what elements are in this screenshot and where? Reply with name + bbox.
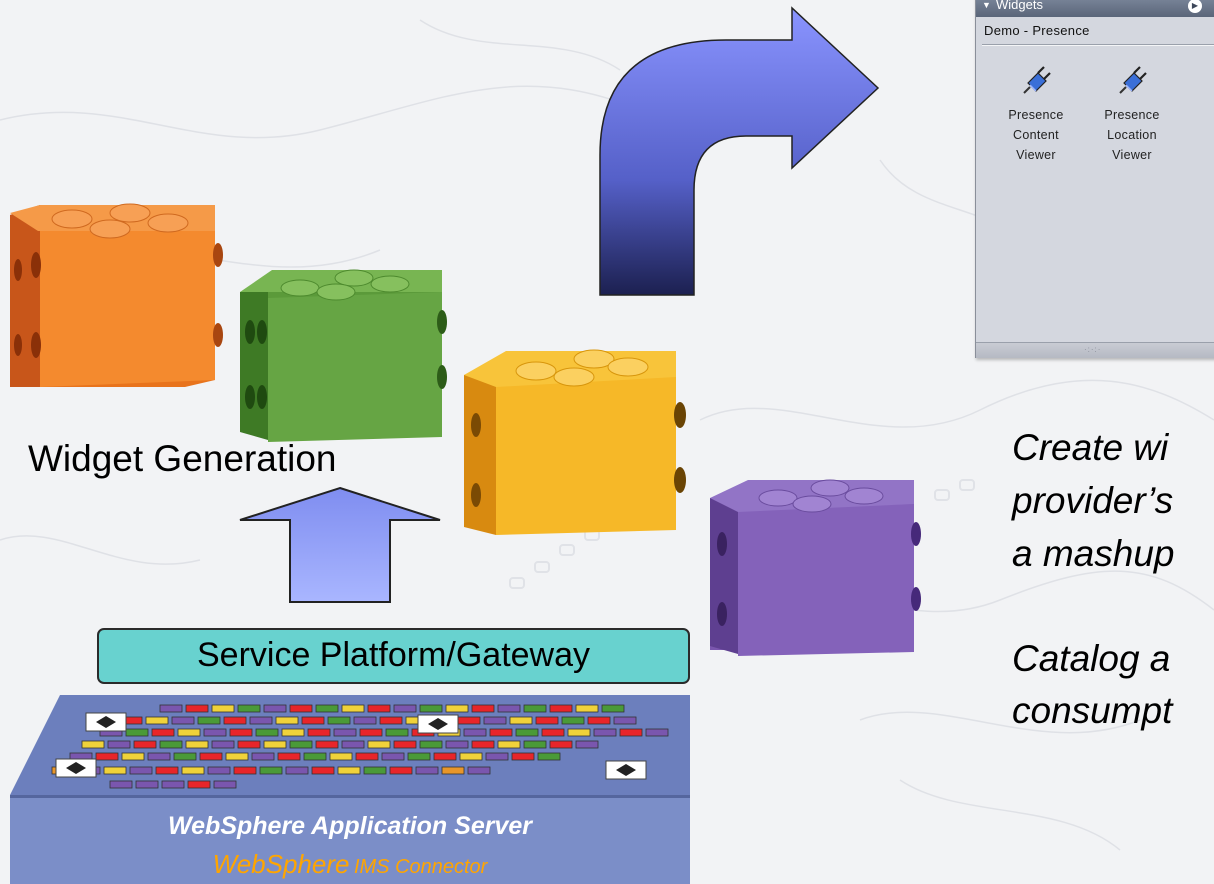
play-icon[interactable]: ▶ bbox=[1188, 0, 1202, 13]
widget-label-line: Presence bbox=[1008, 108, 1064, 122]
note-line-1: Create wi bbox=[1012, 427, 1169, 468]
panel-divider bbox=[982, 44, 1214, 46]
widgets-panel: ▼ Widgets ▶ Demo - Presence Presence Con… bbox=[975, 0, 1214, 358]
ims-connector-label: WebSphere IMS Connector bbox=[10, 849, 690, 880]
widget-generation-label: Widget Generation bbox=[28, 438, 337, 479]
connector-name: IMS Connector bbox=[353, 856, 488, 878]
up-arrow bbox=[239, 486, 441, 603]
green-block bbox=[240, 269, 447, 442]
widget-label-location-viewer[interactable]: Presence Location Viewer bbox=[1094, 105, 1170, 165]
websphere-slab bbox=[10, 695, 690, 884]
websphere-app-server-label: WebSphere Application Server bbox=[168, 812, 532, 840]
orange-block bbox=[10, 203, 223, 387]
yellow-block bbox=[464, 349, 686, 535]
panel-subtitle: Demo - Presence bbox=[984, 23, 1090, 38]
purple-block bbox=[710, 479, 921, 656]
note-line-2: provider’s bbox=[1012, 480, 1174, 521]
resize-grip-icon[interactable]: ·:·:· bbox=[1084, 345, 1102, 354]
service-platform-box: Service Platform/Gateway bbox=[97, 628, 690, 684]
plug-icon[interactable] bbox=[1020, 65, 1054, 97]
curved-arrow bbox=[599, 6, 880, 296]
plug-icon[interactable] bbox=[1116, 65, 1150, 97]
widget-label-line: Location bbox=[1107, 128, 1157, 142]
widget-label-line: Presence bbox=[1104, 108, 1160, 122]
widget-label-line: Viewer bbox=[1112, 148, 1152, 162]
connector-brand: WebSphere bbox=[212, 849, 350, 879]
widget-label-line: Content bbox=[1013, 128, 1059, 142]
panel-titlebar[interactable]: ▼ Widgets ▶ bbox=[976, 0, 1214, 17]
widget-label-line: Viewer bbox=[1016, 148, 1056, 162]
note-line-3: a mashup bbox=[1012, 533, 1175, 574]
collapse-triangle-icon[interactable]: ▼ bbox=[982, 0, 991, 10]
chip-icons bbox=[55, 712, 647, 780]
panel-footer: ·:·:· bbox=[976, 342, 1214, 358]
note-line-4: Catalog a bbox=[1012, 638, 1171, 679]
widget-label-content-viewer[interactable]: Presence Content Viewer bbox=[998, 105, 1074, 165]
panel-title: Widgets bbox=[996, 0, 1043, 12]
note-line-5: consumpt bbox=[1012, 690, 1173, 731]
